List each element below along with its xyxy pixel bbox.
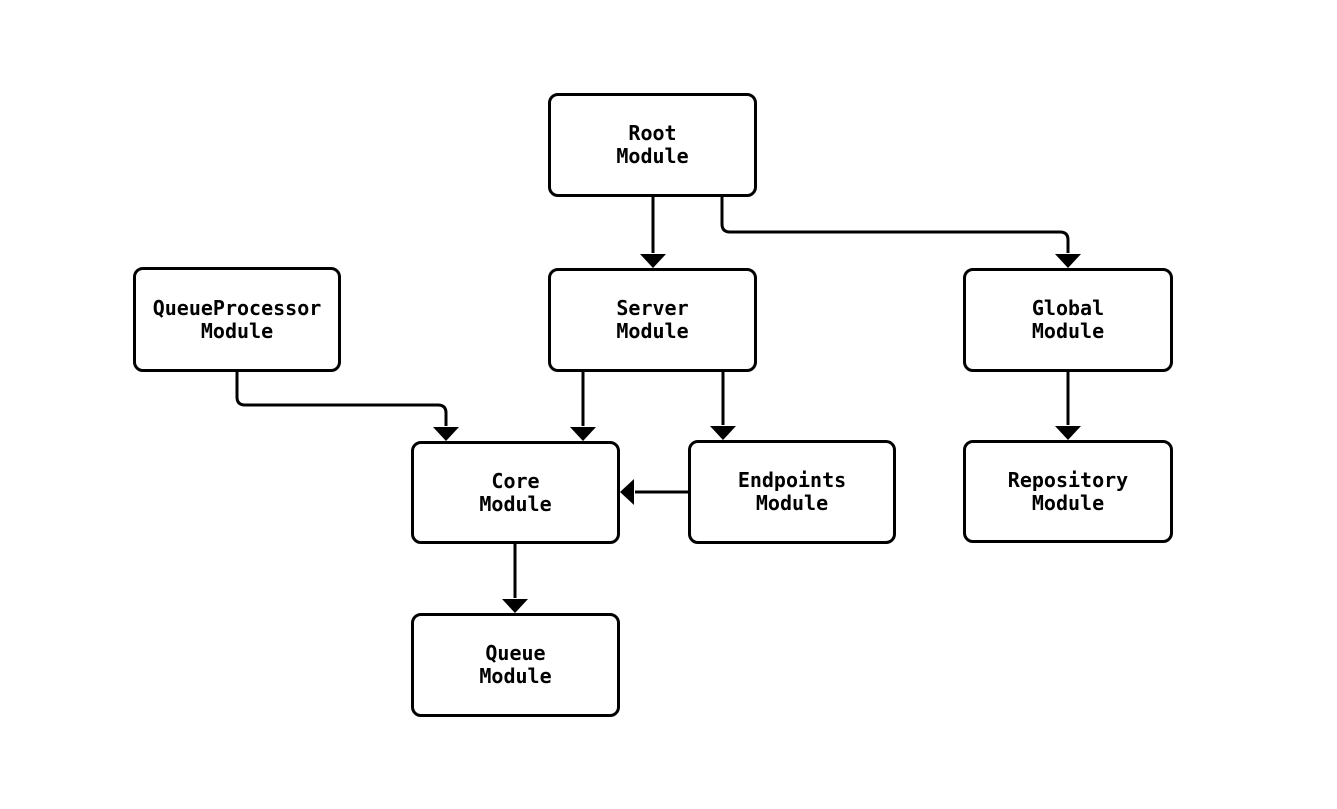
edge-queueprocessor-to-core: [235, 372, 459, 441]
arrowhead-icon: [502, 599, 528, 613]
edge-server-to-endpoints: [710, 372, 736, 440]
node-queue-module: Queue Module: [411, 613, 620, 717]
node-label-line: Root: [628, 121, 677, 145]
node-label-line: Module: [755, 491, 829, 515]
edge-endpoints-to-core: [620, 479, 688, 505]
node-label-line: Module: [479, 491, 552, 516]
arrowhead-icon: [640, 254, 666, 268]
node-label-line: Module: [479, 664, 552, 688]
edge-root-to-global: [720, 197, 1081, 268]
node-global-module: Global Module: [963, 268, 1173, 372]
node-server-module: Server Module: [548, 268, 757, 372]
edge-global-to-repository: [1055, 372, 1081, 440]
node-label-line: Module: [616, 319, 689, 343]
edge-root-to-server: [640, 197, 666, 268]
edge-core-to-queue: [502, 544, 528, 613]
node-label-line: QueueProcessor: [152, 295, 322, 320]
arrowhead-icon: [570, 427, 596, 441]
node-label-line: Global: [1031, 296, 1105, 320]
arrowhead-icon: [433, 427, 459, 441]
node-core-module: Core Module: [411, 441, 620, 544]
node-label-line: Core: [491, 468, 540, 493]
node-label-line: Queue: [485, 641, 546, 665]
node-root-module: Root Module: [548, 93, 757, 197]
node-label-line: Module: [200, 318, 274, 343]
node-label-line: Module: [616, 144, 689, 168]
edge-server-to-core: [570, 372, 596, 441]
arrowhead-icon: [1055, 254, 1081, 268]
node-label-line: Module: [1031, 490, 1105, 515]
arrowhead-icon: [710, 426, 736, 440]
node-endpoints-module: Endpoints Module: [688, 440, 896, 544]
node-label-line: Server: [616, 296, 689, 320]
node-label-line: Module: [1031, 319, 1105, 343]
arrowhead-icon: [1055, 426, 1081, 440]
node-repository-module: Repository Module: [963, 440, 1173, 543]
arrowhead-icon: [620, 479, 634, 505]
node-queueprocessor-module: QueueProcessor Module: [133, 267, 341, 372]
node-label-line: Repository: [1007, 467, 1129, 492]
node-label-line: Endpoints: [737, 468, 847, 492]
